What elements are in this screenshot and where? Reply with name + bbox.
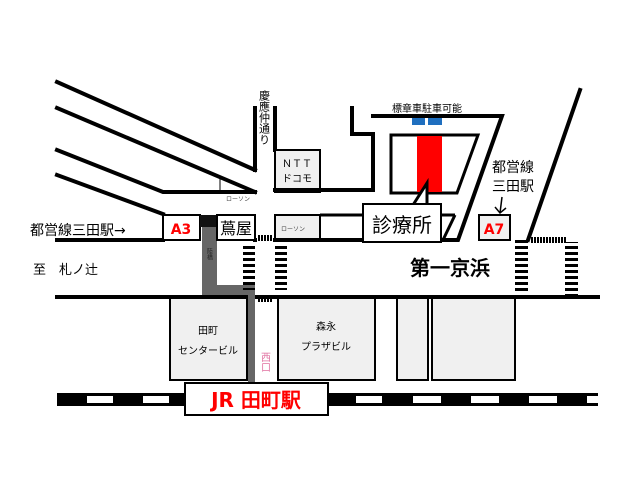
parking-label: 標章車駐車可能 (392, 102, 462, 115)
ntt-docomo-building (274, 149, 321, 193)
lawson-label-1: ローソン (226, 196, 250, 203)
clinic-label: 診療所 (372, 213, 432, 237)
west-exit-label: 西口 (259, 352, 271, 372)
tamachi-center-label-2: センタービル (178, 345, 238, 357)
overpass-label: 陸橋 (206, 247, 213, 261)
overpass-walkway (202, 227, 255, 382)
toei-mita-left-label: 都営線三田駅→ (30, 223, 126, 239)
tsutaya-label: 蔦屋 (220, 219, 252, 238)
keio-naka-dori-label: 慶應仲通り (258, 89, 271, 145)
clinic-label-box (362, 203, 442, 243)
tamachi-center-label-1: 田町 (198, 326, 218, 337)
parking-space (428, 118, 442, 125)
railway-dashes (87, 396, 598, 403)
morinaga-plaza-building (277, 297, 376, 381)
crosswalks (243, 235, 578, 302)
clinic-block-outline (273, 106, 375, 192)
lawson-building (274, 214, 321, 241)
building (431, 297, 516, 381)
keio-naka-dori-road (253, 106, 277, 172)
jr-tamachi-station-box (184, 382, 329, 416)
ntt-docomo-label-1: ＮＴＴ (282, 159, 312, 170)
diagonal-roads (54, 79, 258, 217)
exit-a3-label: A3 (171, 222, 192, 238)
exit-a7-box (478, 214, 511, 241)
clinic-callout-pointer (411, 177, 429, 206)
exit-a3-box (162, 214, 201, 241)
exit-a7-label: A7 (484, 222, 505, 238)
morinaga-label-2: プラザビル (301, 341, 351, 353)
morinaga-label-1: 森永 (316, 320, 336, 333)
tsutaya-box (216, 214, 256, 241)
tamachi-center-building (169, 297, 248, 381)
building (396, 297, 429, 381)
jr-tamachi-station-label: JR 田町駅 (209, 388, 301, 412)
lawson-label-2: ローソン (281, 226, 305, 233)
toei-mita-right-label-2: 三田駅 (492, 179, 534, 195)
overpass-top (200, 215, 217, 227)
to-fudanotsuji-label: 至 札ノ辻 (33, 263, 98, 278)
clinic-location (417, 136, 442, 192)
daiichi-keihin-label: 第一京浜 (410, 256, 490, 280)
toei-mita-right-label-1: 都営線 (492, 160, 534, 176)
ntt-docomo-label-2: ドコモ (282, 174, 312, 185)
parking-space (412, 118, 425, 125)
arrow-down-icon (494, 196, 507, 215)
